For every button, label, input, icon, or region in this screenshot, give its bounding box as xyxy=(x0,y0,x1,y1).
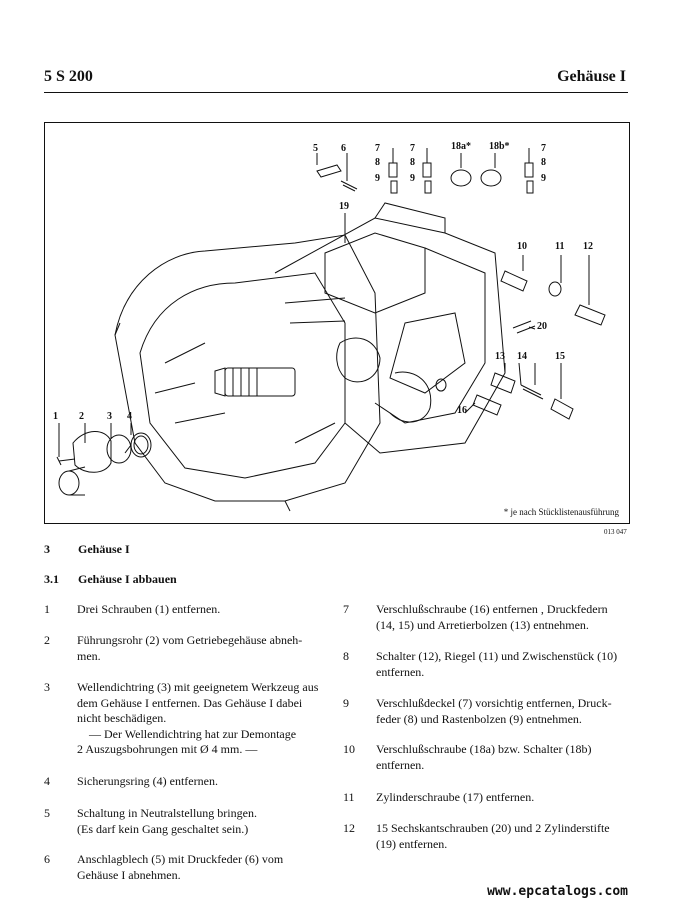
step-number: 11 xyxy=(343,790,355,804)
step-number: 6 xyxy=(44,852,50,866)
step-line: nicht beschädigen. xyxy=(77,711,167,725)
step-line: feder (8) und Rastenbolzen (9) entnehmen… xyxy=(376,711,582,726)
step-line: entfernen. xyxy=(376,664,425,679)
figure-footnote: * je nach Stücklistenausführung xyxy=(503,507,619,517)
callout-label: 11 xyxy=(555,241,564,252)
callout-label: 8 xyxy=(410,157,415,168)
step-line: Wellendichtring (3) mit geeignetem Werkz… xyxy=(77,680,319,694)
callout-label: 15 xyxy=(555,351,565,362)
step-text: Anschlagblech (5) mit Druckfeder (6) vom… xyxy=(77,852,347,883)
callout-label: 7 xyxy=(541,143,546,154)
callout-label: 9 xyxy=(410,173,415,184)
callout-label: 8 xyxy=(541,157,546,168)
step-number: 8 xyxy=(343,649,349,663)
step-line: Verschlußdeckel (7) vorsichtig entfernen… xyxy=(376,696,612,710)
step-number: 4 xyxy=(44,774,50,788)
figure-code: 013 047 xyxy=(604,528,627,536)
step-number: 1 xyxy=(44,602,50,616)
step-line: dem Gehäuse I entfernen. Das Gehäuse I d… xyxy=(77,695,303,710)
step-line: Gehäuse I abnehmen. xyxy=(77,867,181,882)
step-line: Führungsrohr (2) vom Getriebegehäuse abn… xyxy=(77,633,303,647)
callout-label: 2 xyxy=(79,411,84,422)
step-text: Führungsrohr (2) vom Getriebegehäuse abn… xyxy=(77,633,347,664)
callout-label: 20 xyxy=(537,321,547,332)
subsection-number: 3.1 xyxy=(44,572,59,586)
step-line: Schalter (12), Riegel (11) und Zwischens… xyxy=(376,649,618,663)
callout-label: 14 xyxy=(517,351,527,362)
step-text: Schaltung in Neutralstellung bringen. (E… xyxy=(77,806,347,837)
callout-label: 9 xyxy=(541,173,546,184)
step-line: Sicherungsring (4) entfernen. xyxy=(77,774,218,788)
callout-label: 8 xyxy=(375,157,380,168)
callout-label: 13 xyxy=(495,351,505,362)
callout-label: 7 xyxy=(410,143,415,154)
step-line: Drei Schrauben (1) entfernen. xyxy=(77,602,221,616)
callout-label: 18a* xyxy=(451,141,471,152)
step-line: 15 Sechskantschrauben (20) und 2 Zylinde… xyxy=(376,821,610,835)
step-text: 15 Sechskantschrauben (20) und 2 Zylinde… xyxy=(376,821,634,852)
step-line: (Es darf kein Gang geschaltet sein.) xyxy=(77,821,249,836)
step-text: Drei Schrauben (1) entfernen. xyxy=(77,602,347,618)
step-text: Schalter (12), Riegel (11) und Zwischens… xyxy=(376,649,634,680)
step-text: Zylinderschraube (17) entfernen. xyxy=(376,790,634,806)
step-line: — Der Wellendichtring hat zur Demontage xyxy=(89,726,297,741)
callout-label: 19 xyxy=(339,201,349,212)
step-line: entfernen. xyxy=(376,757,425,772)
callout-label: 5 xyxy=(313,143,318,154)
step-number: 9 xyxy=(343,696,349,710)
header-rule xyxy=(44,92,628,93)
step-text: Wellendichtring (3) mit geeignetem Werkz… xyxy=(77,680,347,758)
step-line: 2 Auszugsbohrungen mit Ø 4 mm. — xyxy=(77,742,258,756)
step-text: Verschlußschraube (18a) bzw. Schalter (1… xyxy=(376,742,634,773)
step-text: Verschlußdeckel (7) vorsichtig entfernen… xyxy=(376,696,634,727)
callout-label: 18b* xyxy=(489,141,510,152)
step-line: Zylinderschraube (17) entfernen. xyxy=(376,790,535,804)
page-model: 5 S 200 xyxy=(44,68,93,85)
callout-label: 9 xyxy=(375,173,380,184)
callout-label: 12 xyxy=(583,241,593,252)
page-title: Gehäuse I xyxy=(557,68,626,85)
step-line: (19) entfernen. xyxy=(376,836,448,851)
step-line: Verschlußschraube (16) entfernen , Druck… xyxy=(376,602,608,616)
step-number: 7 xyxy=(343,602,349,616)
section-number: 3 xyxy=(44,542,50,556)
callout-label: 10 xyxy=(517,241,527,252)
section-title: Gehäuse I xyxy=(78,542,130,556)
step-line: Schaltung in Neutralstellung bringen. xyxy=(77,806,257,820)
step-number: 10 xyxy=(343,742,355,756)
callout-label: 1 xyxy=(53,411,58,422)
step-line: men. xyxy=(77,648,101,663)
step-number: 3 xyxy=(44,680,50,694)
subsection-title: Gehäuse I abbauen xyxy=(78,572,177,586)
step-text: Verschlußschraube (16) entfernen , Druck… xyxy=(376,602,634,633)
callout-label: 6 xyxy=(341,143,346,154)
callout-label: 3 xyxy=(107,411,112,422)
step-number: 12 xyxy=(343,821,355,835)
step-line: Anschlagblech (5) mit Druckfeder (6) vom xyxy=(77,852,284,866)
callout-label: 4 xyxy=(127,411,132,422)
step-line: Verschlußschraube (18a) bzw. Schalter (1… xyxy=(376,742,592,756)
step-line: (14, 15) und Arretierbolzen (13) entnehm… xyxy=(376,617,589,632)
step-number: 5 xyxy=(44,806,50,820)
callout-label: 7 xyxy=(375,143,380,154)
watermark-url: www.epcatalogs.com xyxy=(487,884,628,899)
callout-label: 16 xyxy=(457,405,467,416)
step-number: 2 xyxy=(44,633,50,647)
step-text: Sicherungsring (4) entfernen. xyxy=(77,774,347,790)
